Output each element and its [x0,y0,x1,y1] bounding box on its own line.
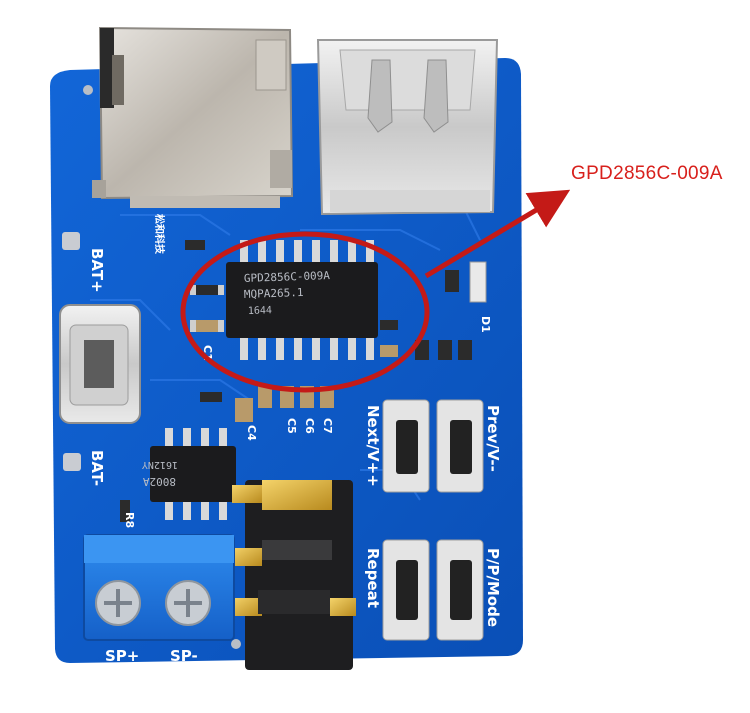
amp-chip-code: 1612NY [142,459,178,470]
label-d1: D1 [479,316,492,333]
audio-jack [232,480,356,670]
amp-chip-label: 8002A [143,475,176,488]
main-chip-label: GPD2856C-009A [244,269,331,285]
label-next: Next/V++ [364,405,382,487]
label-sp-minus: SP- [170,647,198,665]
label-brand: 松和科技 [153,214,166,255]
screw-terminal [83,534,235,641]
label-c6: C6 [303,418,316,434]
label-bat-minus: BAT- [88,450,106,486]
main-chip: GPD2856C-009A MQPA265.1 1644 [226,240,378,360]
microsd-slot [92,26,294,208]
label-bat-plus: BAT+ [88,248,106,293]
label-mode: P/P/Mode [484,548,502,627]
via [83,85,93,95]
via [231,639,241,649]
highlight-ellipse [180,231,430,393]
label-c5: C5 [285,418,298,434]
micro-usb-connector [59,304,141,424]
chip-annotation-label: GPD2856C-009A [571,163,723,184]
main-chip-date: 1644 [248,305,272,317]
label-sp-plus: SP+ [105,647,139,665]
label-r8: R8 [123,512,136,528]
amp-chip: 8002A 1612NY [142,428,236,520]
main-chip-code: MQPA265.1 [244,286,304,301]
annotation-arrow [424,189,571,279]
usb-a-connector [316,39,499,216]
label-prev: Prev/V-- [484,405,502,472]
label-c4: C4 [245,425,258,441]
pad [62,232,80,250]
pad [63,453,81,471]
label-c7: C7 [321,418,334,434]
buttons [382,399,484,641]
label-repeat: Repeat [364,548,382,608]
